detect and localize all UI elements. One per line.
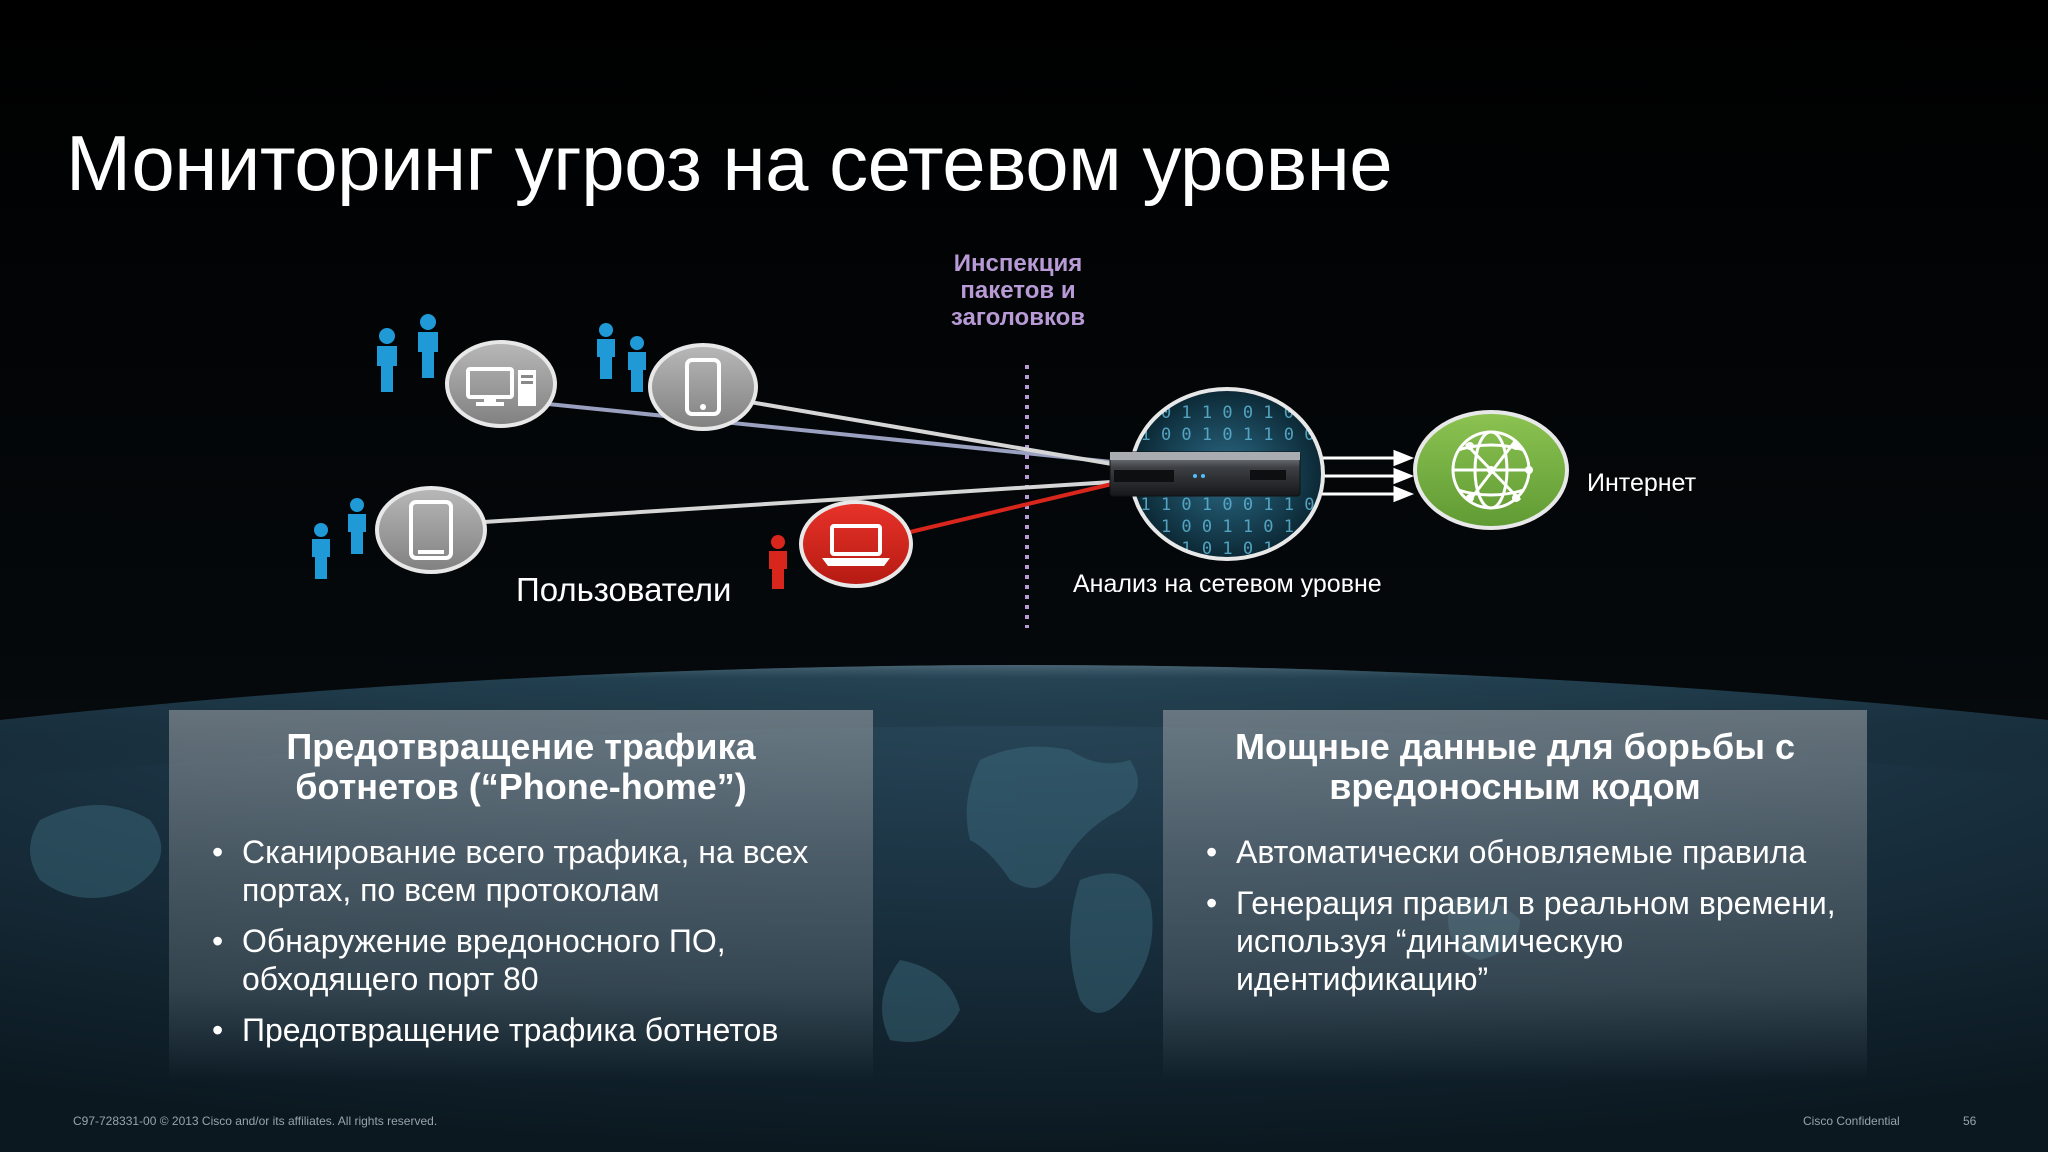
connections xyxy=(483,400,1113,535)
list-item: Генерация правил в реальном времени, исп… xyxy=(1206,884,1847,998)
globe-icon xyxy=(1413,410,1569,530)
tablet-icon xyxy=(375,486,487,574)
inspection-label-line: заголовков xyxy=(950,304,1086,331)
svg-text:0 1 1 0 1 0 0 1 1 0 1 0: 0 1 1 0 1 0 0 1 1 0 1 0 xyxy=(1120,495,1355,515)
network-appliance-icon: 0 1 0 1 1 0 0 1 0 1 1 0 1 1 0 0 1 0 1 1 … xyxy=(1109,387,1355,561)
botnet-prevention-panel: Предотвращение трафика ботнетов (“Phone-… xyxy=(169,710,873,1080)
link-desktop xyxy=(547,402,1113,464)
copyright-footer: C97-728331-00 © 2013 Cisco and/or its af… xyxy=(73,1114,438,1128)
user-icon xyxy=(769,535,787,589)
list-item: Автоматически обновляемые правила xyxy=(1206,833,1847,871)
desktop-computer-icon xyxy=(445,340,557,428)
panel-heading: Мощные данные для борьбы с вредоносным к… xyxy=(1234,726,1796,807)
laptop-icon xyxy=(799,500,913,588)
inspection-label-line: Инспекция xyxy=(953,250,1083,277)
svg-text:0 1 0 1 1 0 0 1 0 1 1 0: 0 1 0 1 1 0 0 1 0 1 1 0 xyxy=(1120,403,1355,423)
user-icon xyxy=(597,323,646,392)
svg-text:1 0 1 0 0 1 1 0 1 1 0 0: 1 0 1 0 0 1 1 0 1 1 0 0 xyxy=(1120,517,1355,537)
link-smartphone xyxy=(749,400,1113,466)
page-title: Мониторинг угроз на сетевом уровне xyxy=(66,119,1393,207)
link-laptop-threat xyxy=(905,482,1113,535)
link-tablet xyxy=(483,480,1113,524)
page-number: 56 xyxy=(1963,1114,1977,1128)
bullet-list: Автоматически обновляемые правила Генера… xyxy=(1163,833,1867,998)
analysis-label: Анализ на сетевом уровне xyxy=(1073,570,1382,598)
svg-text:1 1 0 0 1 0 1 1 0 0 1 0: 1 1 0 0 1 0 1 1 0 0 1 0 xyxy=(1120,425,1355,445)
user-icon xyxy=(377,314,438,392)
confidential-footer: Cisco Confidential xyxy=(1803,1114,1900,1128)
users-label: Пользователи xyxy=(516,571,732,608)
list-item: Сканирование всего трафика, на всех порт… xyxy=(212,833,853,909)
inspection-label: Инспекция пакетов и заголовков xyxy=(920,250,1116,331)
user-icon xyxy=(312,498,366,579)
internet-arrows xyxy=(1322,449,1415,503)
bullet-list: Сканирование всего трафика, на всех порт… xyxy=(169,833,873,1049)
malware-data-panel: Мощные данные для борьбы с вредоносным к… xyxy=(1163,710,1867,1080)
inspection-label-line: пакетов и xyxy=(960,277,1076,304)
internet-label: Интернет xyxy=(1587,469,1697,497)
list-item: Предотвращение трафика ботнетов xyxy=(212,1011,853,1049)
smartphone-icon xyxy=(648,343,758,431)
list-item: Обнаружение вредоносного ПО, обходящего … xyxy=(212,922,853,998)
panel-heading: Предотвращение трафика ботнетов (“Phone-… xyxy=(286,726,756,807)
